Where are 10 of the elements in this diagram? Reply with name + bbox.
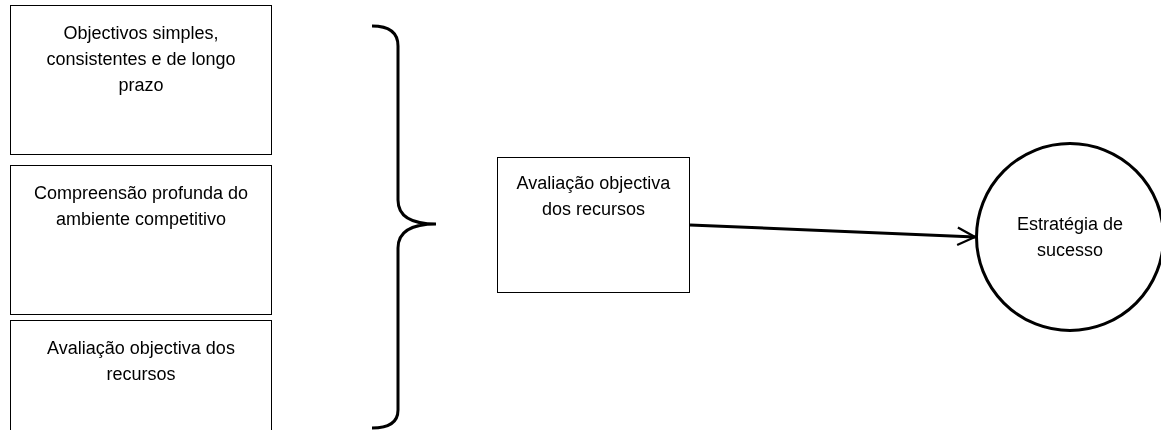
node-label: Objectivos simples, consistentes e de longo prazo <box>45 22 237 97</box>
node-label: Avaliação objectiva dos recursos <box>516 172 671 221</box>
node-label: Compreensão profunda do ambiente competitivo <box>32 182 250 231</box>
text-box <box>497 157 690 293</box>
node-label: Avaliação objectiva dos recursos <box>46 337 236 386</box>
text-box <box>10 5 272 155</box>
text-box <box>10 165 272 315</box>
node-label: Estratégia de sucesso <box>1015 213 1125 262</box>
text-box <box>10 320 272 430</box>
arrow <box>689 223 977 247</box>
